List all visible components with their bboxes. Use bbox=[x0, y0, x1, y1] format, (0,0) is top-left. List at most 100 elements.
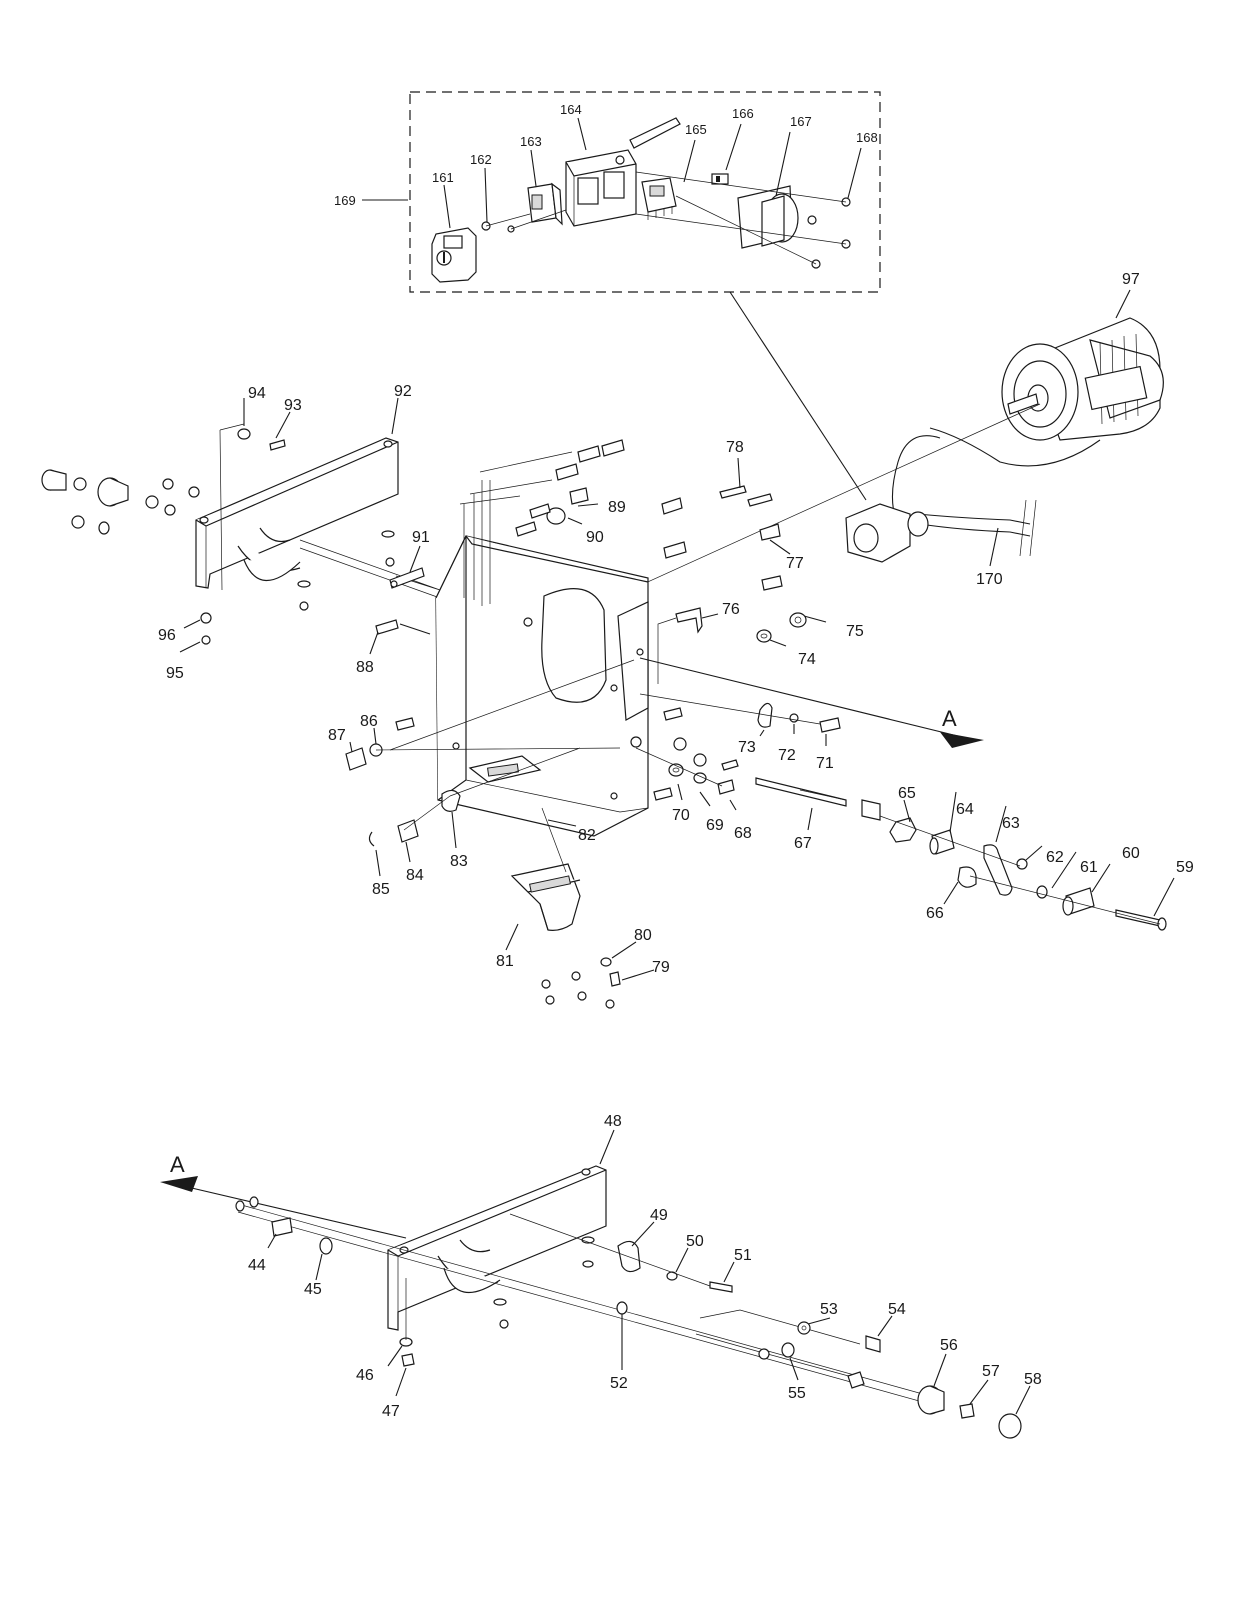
label-90: 90 bbox=[586, 529, 604, 546]
label-75: 75 bbox=[846, 623, 864, 640]
washer-50 bbox=[666, 1271, 678, 1281]
motor-97 bbox=[1001, 317, 1164, 441]
label-54: 54 bbox=[888, 1301, 906, 1318]
washer-55 bbox=[781, 1342, 795, 1358]
hardware-83-87 bbox=[345, 743, 461, 847]
bolt-59 bbox=[1115, 909, 1161, 927]
label-161: 161 bbox=[432, 170, 454, 185]
label-86: 86 bbox=[360, 713, 378, 730]
marker-a-upper: A bbox=[942, 706, 957, 731]
nut-54 bbox=[865, 1335, 881, 1353]
label-46: 46 bbox=[356, 1367, 374, 1384]
label-170: 170 bbox=[976, 571, 1003, 588]
bolts-upper bbox=[375, 439, 783, 731]
label-74: 74 bbox=[798, 651, 816, 668]
cap-58 bbox=[998, 1413, 1022, 1439]
label-66: 66 bbox=[926, 905, 944, 922]
bracket-48 bbox=[387, 1165, 607, 1331]
label-57: 57 bbox=[982, 1363, 1000, 1380]
label-70: 70 bbox=[672, 807, 690, 824]
label-91: 91 bbox=[412, 529, 430, 546]
label-53: 53 bbox=[820, 1301, 838, 1318]
label-68: 68 bbox=[734, 825, 752, 842]
screws-168 bbox=[807, 197, 851, 269]
label-79: 79 bbox=[652, 959, 670, 976]
label-51: 51 bbox=[734, 1247, 752, 1264]
label-169: 169 bbox=[334, 193, 356, 208]
washer-74 bbox=[756, 629, 772, 643]
cover-167 bbox=[737, 185, 799, 249]
cam-73 bbox=[757, 702, 773, 728]
label-67: 67 bbox=[794, 835, 812, 852]
bracket-92 bbox=[195, 437, 399, 589]
label-80: 80 bbox=[634, 927, 652, 944]
label-88: 88 bbox=[356, 659, 374, 676]
link-91 bbox=[389, 567, 425, 589]
label-87: 87 bbox=[328, 727, 346, 744]
label-48: 48 bbox=[604, 1113, 622, 1130]
label-162: 162 bbox=[470, 152, 492, 167]
marker-a-lower: A bbox=[170, 1152, 185, 1177]
washer-72 bbox=[789, 713, 799, 723]
nut-62 bbox=[1016, 858, 1028, 870]
label-164: 164 bbox=[560, 102, 582, 117]
label-45: 45 bbox=[304, 1281, 322, 1298]
label-96: 96 bbox=[158, 627, 176, 644]
label-83: 83 bbox=[450, 853, 468, 870]
nut-66 bbox=[957, 866, 977, 888]
washers-center bbox=[297, 530, 395, 611]
switch-161 bbox=[431, 227, 477, 283]
label-78: 78 bbox=[726, 439, 744, 456]
label-165: 165 bbox=[685, 122, 707, 137]
screws-79-80 bbox=[541, 957, 621, 1009]
label-58: 58 bbox=[1024, 1371, 1042, 1388]
nut-65 bbox=[889, 817, 917, 843]
label-84: 84 bbox=[406, 867, 424, 884]
label-71: 71 bbox=[816, 755, 834, 772]
clip-76 bbox=[675, 607, 703, 634]
label-82: 82 bbox=[578, 827, 596, 844]
label-81: 81 bbox=[496, 953, 514, 970]
bushing-52 bbox=[616, 1301, 628, 1315]
washer-53 bbox=[797, 1321, 811, 1335]
label-163: 163 bbox=[520, 134, 542, 149]
label-63: 63 bbox=[1002, 815, 1020, 832]
switch-assembly-detail: 161 162 163 164 165 166 167 168 169 bbox=[334, 91, 881, 293]
bolt-44 bbox=[271, 1217, 293, 1237]
label-73: 73 bbox=[738, 739, 756, 756]
label-94: 94 bbox=[248, 385, 266, 402]
terminal-165 bbox=[641, 177, 677, 220]
label-50: 50 bbox=[686, 1233, 704, 1250]
housing-164 bbox=[565, 117, 681, 227]
label-60: 60 bbox=[1122, 845, 1140, 862]
plug-switch bbox=[845, 503, 929, 563]
label-56: 56 bbox=[940, 1337, 958, 1354]
hardware-lower-left bbox=[235, 1196, 415, 1367]
nut-75 bbox=[789, 612, 807, 628]
label-52: 52 bbox=[610, 1375, 628, 1392]
plate-63 bbox=[983, 844, 1013, 896]
label-168: 168 bbox=[856, 130, 878, 145]
label-59: 59 bbox=[1176, 859, 1194, 876]
washer-45 bbox=[319, 1237, 333, 1255]
label-47: 47 bbox=[382, 1403, 400, 1420]
washer-61 bbox=[1036, 885, 1048, 899]
label-167: 167 bbox=[790, 114, 812, 129]
label-65: 65 bbox=[898, 785, 916, 802]
label-72: 72 bbox=[778, 747, 796, 764]
screw-71 bbox=[819, 717, 841, 733]
label-55: 55 bbox=[788, 1385, 806, 1402]
hardware-lower-right bbox=[758, 1321, 1022, 1439]
rod-67 bbox=[755, 777, 881, 821]
nut-57 bbox=[959, 1403, 975, 1419]
tension-assembly bbox=[889, 817, 1167, 931]
label-89: 89 bbox=[608, 499, 626, 516]
label-93: 93 bbox=[284, 397, 302, 414]
label-76: 76 bbox=[722, 601, 740, 618]
screw-51 bbox=[709, 1281, 733, 1293]
label-77: 77 bbox=[786, 555, 804, 572]
label-95: 95 bbox=[166, 665, 184, 682]
label-92: 92 bbox=[394, 383, 412, 400]
label-64: 64 bbox=[956, 801, 974, 818]
